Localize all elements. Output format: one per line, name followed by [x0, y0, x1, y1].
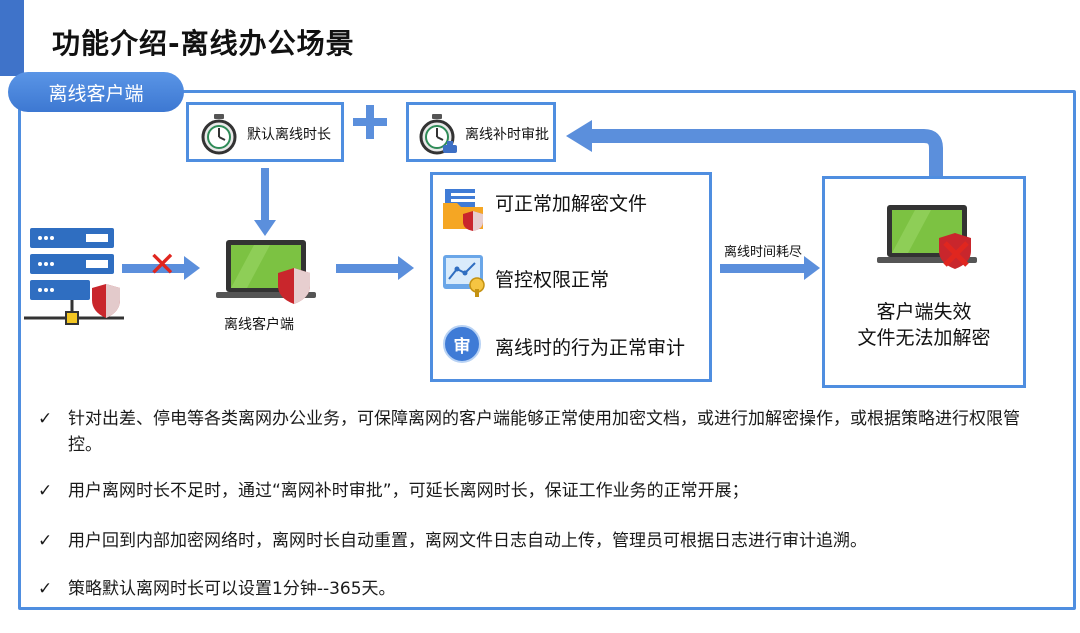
bullet-text-2: 用户离网时长不足时，通过“离网补时审批”，可延长离网时长，保证工作业务的正常开展… [68, 481, 749, 501]
capabilities-arrow [336, 264, 398, 273]
bullet-item-3: ✓ 用户回到内部加密网络时，离网时长自动重置，离网文件日志自动上传，管理员可根据… [38, 528, 1048, 554]
check-icon: ✓ [38, 579, 53, 599]
encrypted-folder-icon [443, 189, 483, 231]
check-icon: ✓ [38, 531, 53, 551]
capabilities-box: 可正常加解密文件 管控权限正常 审 离线时的行为正常审计 [430, 172, 712, 382]
audit-badge-icon: 审 [443, 325, 481, 363]
bullet-item-4: ✓ 策略默认离网时长可以设置1分钟--365天。 [38, 576, 1048, 602]
failed-client-box: 客户端失效 文件无法加解密 [822, 176, 1026, 388]
laptop-icon [216, 240, 316, 304]
bullet-text-1: 针对出差、停电等各类离网办公业务，可保障离网的客户端能够正常使用加密文档，或进行… [68, 409, 1020, 455]
plus-icon [366, 105, 374, 139]
timeout-arrow-head [804, 256, 820, 280]
down-arrow-head [254, 220, 276, 236]
failed-status-line2: 文件无法加解密 [857, 327, 991, 349]
timeout-label: 离线时间耗尽 [724, 245, 803, 260]
audit-badge-glyph: 审 [453, 336, 471, 357]
title-accent-bar [0, 0, 24, 76]
bullet-item-1: ✓ 针对出差、停电等各类离网办公业务，可保障离网的客户端能够正常使用加密文档，或… [38, 406, 1048, 458]
capability-audit: 离线时的行为正常审计 [495, 337, 686, 359]
bullet-text-3: 用户回到内部加密网络时，离网时长自动重置，离网文件日志自动上传，管理员可根据日志… [68, 531, 867, 551]
timeout-arrow [720, 264, 804, 273]
extension-approval-label: 离线补时审批 [465, 127, 549, 143]
down-arrow [261, 168, 269, 220]
server-arrow-head [184, 256, 200, 280]
stopwatch-icon [201, 114, 237, 155]
capability-encrypt: 可正常加解密文件 [495, 193, 648, 215]
server-arrow [122, 264, 184, 273]
return-arrow [590, 129, 943, 176]
default-duration-label: 默认离线时长 [247, 127, 331, 143]
page-title: 功能介绍-离线办公场景 [52, 27, 355, 60]
failed-status-line1: 客户端失效 [876, 301, 972, 323]
permission-control-icon [443, 255, 485, 297]
failed-laptop-icon [877, 205, 977, 269]
capability-permission: 管控权限正常 [495, 269, 610, 291]
return-arrow-head [566, 120, 592, 152]
client-label: 离线客户端 [224, 317, 294, 333]
section-tab-label: 离线客户端 [48, 82, 144, 105]
bullet-text-4: 策略默认离网时长可以设置1分钟--365天。 [68, 579, 396, 599]
extension-approval-box: 离线补时审批 [406, 102, 556, 162]
diagram-frame [18, 90, 1076, 610]
stopwatch-approval-icon [419, 114, 457, 155]
capabilities-arrow-head [398, 256, 414, 280]
server-icon [24, 228, 124, 325]
default-duration-box: 默认离线时长 [186, 102, 344, 162]
check-icon: ✓ [38, 409, 53, 429]
section-tab[interactable]: 离线客户端 [8, 72, 184, 112]
disconnected-cross-icon: ✕ [148, 245, 177, 285]
check-icon: ✓ [38, 481, 53, 501]
bullet-item-2: ✓ 用户离网时长不足时，通过“离网补时审批”，可延长离网时长，保证工作业务的正常… [38, 478, 1048, 504]
